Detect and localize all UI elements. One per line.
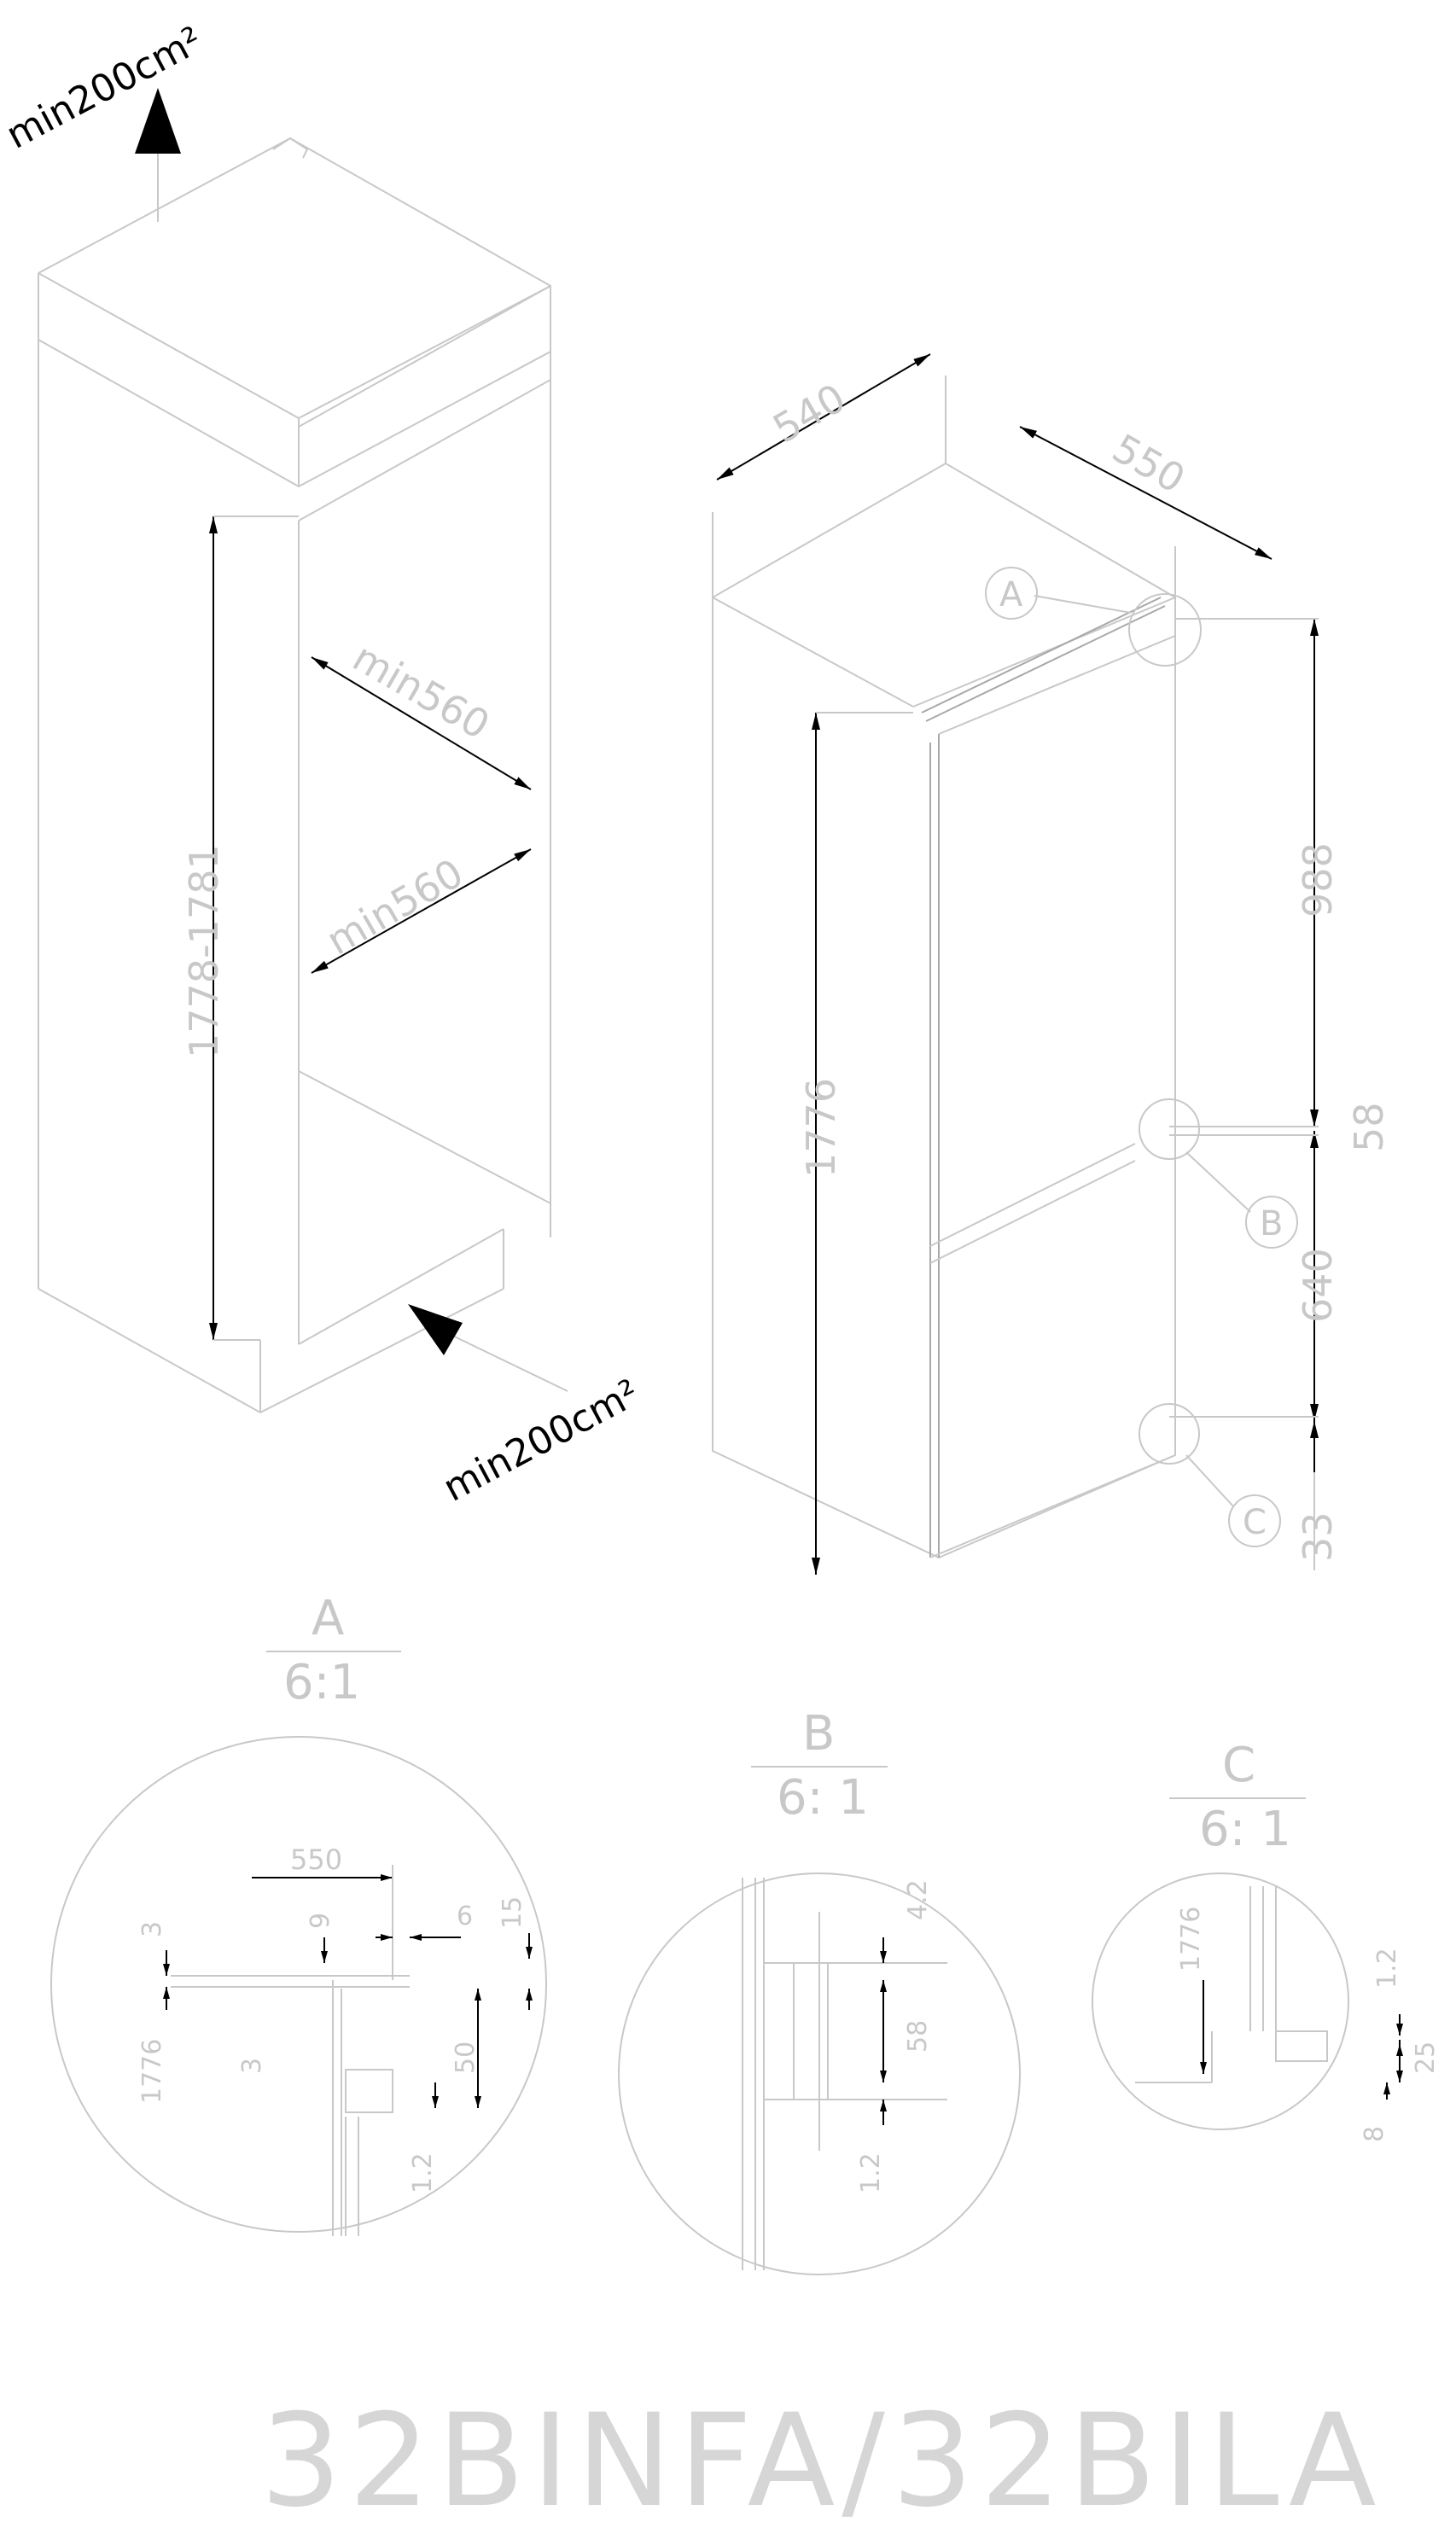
detail-c-dim-1776: 1776 bbox=[1176, 1907, 1206, 1972]
detail-c-dim-8: 8 bbox=[1360, 2126, 1389, 2142]
detail-c-dim-25: 25 bbox=[1411, 2041, 1441, 2074]
detail-b-dim-1-2: 1.2 bbox=[856, 2152, 886, 2193]
callout-b: B bbox=[1260, 1204, 1283, 1244]
gap-dim: 58 bbox=[1346, 1102, 1392, 1152]
detail-b-dim-4-2: 4.2 bbox=[903, 1879, 933, 1920]
callout-a: A bbox=[999, 575, 1023, 614]
detail-a bbox=[50, 1651, 547, 2236]
detail-a-letter: A bbox=[312, 1591, 344, 1646]
detail-b-letter: B bbox=[802, 1706, 835, 1762]
detail-b-dim-58: 58 bbox=[903, 2020, 933, 2053]
appliance-depth-dim: 550 bbox=[1105, 425, 1193, 503]
niche-depth-mid-dim: min560 bbox=[319, 849, 471, 964]
detail-a-dim-50: 50 bbox=[451, 2041, 480, 2074]
detail-a-dim-6: 6 bbox=[457, 1902, 473, 1931]
upper-door-dim: 988 bbox=[1295, 842, 1341, 917]
detail-a-dim-3-top: 3 bbox=[137, 1921, 167, 1937]
detail-c bbox=[1092, 1797, 1403, 2130]
detail-a-dim-9: 9 bbox=[306, 1913, 335, 1929]
detail-a-dim-1-2: 1.2 bbox=[408, 2152, 438, 2193]
detail-c-scale: 6: 1 bbox=[1199, 1802, 1291, 1857]
detail-a-scale: 6:1 bbox=[283, 1655, 360, 1710]
model-title: 32BINFA/32BILA bbox=[260, 2387, 1383, 2522]
detail-a-dim-550: 550 bbox=[290, 1843, 342, 1876]
niche-cabinet bbox=[38, 137, 568, 1413]
detail-a-dim-15: 15 bbox=[498, 1896, 527, 1929]
bottom-vent-arrow-icon bbox=[408, 1304, 463, 1355]
vent-label-top: min200cm² bbox=[0, 19, 209, 158]
callout-c: C bbox=[1243, 1503, 1267, 1542]
appliance-width-dim: 540 bbox=[766, 375, 853, 452]
niche-height-dim: 1778-1781 bbox=[181, 844, 227, 1058]
detail-b-scale: 6: 1 bbox=[777, 1770, 869, 1826]
vent-label-bottom: min200cm² bbox=[436, 1372, 646, 1511]
detail-c-dim-1-2: 1.2 bbox=[1372, 1948, 1402, 1989]
detail-c-letter: C bbox=[1222, 1738, 1255, 1793]
appliance-height-dim: 1776 bbox=[798, 1078, 844, 1178]
top-vent-arrow-icon bbox=[135, 88, 181, 154]
detail-a-dim-1776: 1776 bbox=[137, 2039, 167, 2104]
appliance-drawing bbox=[712, 353, 1319, 1575]
detail-a-dim-3-bottom: 3 bbox=[237, 2058, 267, 2074]
lower-door-dim: 640 bbox=[1295, 1248, 1341, 1323]
detail-b bbox=[618, 1766, 1021, 2275]
bottom-dim: 33 bbox=[1295, 1511, 1341, 1562]
